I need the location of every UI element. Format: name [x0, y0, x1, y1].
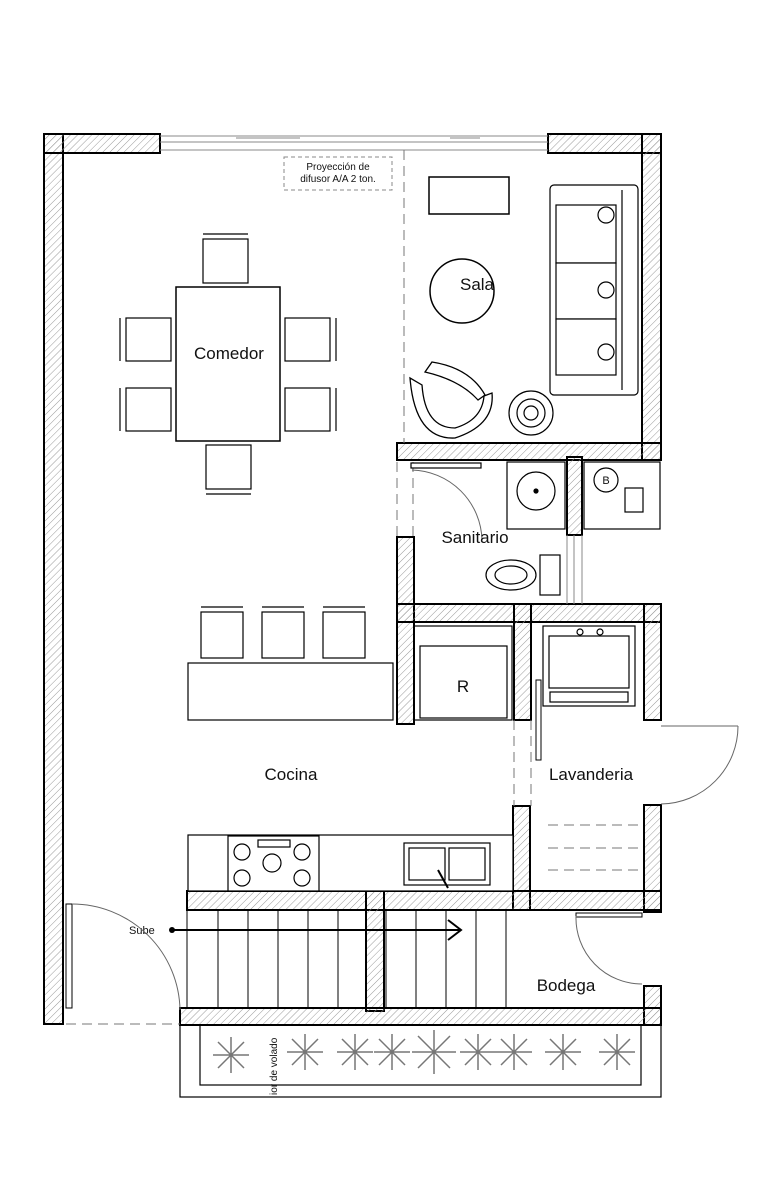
- coffee-table: [429, 258, 495, 324]
- room-label-sala: Sala: [460, 275, 495, 294]
- boiler-icon: [593, 467, 619, 493]
- shower-area: [583, 461, 661, 530]
- planter: [179, 1024, 662, 1098]
- kitchen-counter: [187, 834, 514, 892]
- tv-console: [428, 176, 510, 215]
- stool-2: [261, 611, 305, 659]
- walls: [43, 133, 662, 1026]
- wall-sala-bottom: [396, 442, 662, 461]
- dining-table: [175, 286, 281, 442]
- wall-sanitario-divider: [566, 456, 583, 536]
- dining-chair-bottom: [205, 444, 252, 490]
- laundry-fixtures: [542, 625, 636, 707]
- wall-top-left: [43, 133, 161, 154]
- wall-r-divider: [513, 603, 532, 721]
- top-window: [160, 135, 548, 151]
- sofa-icon: [549, 184, 639, 396]
- toilet-tank: [539, 554, 561, 596]
- stairs-start-marker: [169, 927, 175, 933]
- stool-1: [200, 611, 244, 659]
- dining-chair-left-2: [125, 387, 172, 432]
- armchair-icon: [409, 361, 493, 439]
- stairs: [186, 910, 507, 1008]
- room-label-lavanderia: Lavanderia: [549, 765, 634, 784]
- boiler-label: B: [602, 475, 609, 487]
- plant-icons: [213, 1030, 635, 1074]
- ac-projection-line1: Proyección de: [306, 162, 370, 173]
- kitchen-island: [187, 606, 513, 721]
- plant-icon: [460, 1034, 496, 1070]
- side-table-lamp-icon: [508, 390, 554, 436]
- exterior-door-lavanderia: [660, 725, 739, 805]
- ac-projection-line2: difusor A/A 2 ton.: [300, 174, 376, 185]
- wall-left: [43, 133, 64, 1025]
- plant-icon: [599, 1034, 635, 1070]
- stool-3: [322, 611, 366, 659]
- wall-kitchen-bottom: [186, 890, 662, 911]
- wall-stair-divider: [365, 890, 385, 1012]
- faucet-icon: [624, 487, 644, 513]
- sanitario-fixtures: [410, 461, 661, 596]
- dining-chair-left-1: [125, 317, 172, 362]
- room-label-bodega: Bodega: [537, 976, 596, 995]
- stairs-arrow-icon: [172, 919, 463, 941]
- sanitario-window: [566, 535, 583, 604]
- lavanderia-door: [535, 679, 542, 761]
- entrance-door: [65, 903, 181, 1011]
- plant-icon: [287, 1034, 323, 1070]
- island-counter: [187, 662, 394, 721]
- voladizo-label: ior de volado: [269, 1037, 280, 1095]
- wall-right-upper: [643, 603, 662, 721]
- wall-right-lower: [643, 804, 662, 913]
- bodega-door: [575, 912, 643, 985]
- dashed-lines: [66, 150, 644, 1025]
- dining-chair-right-2: [284, 387, 331, 432]
- dining-set: [119, 233, 337, 495]
- ac-projection-box: [283, 156, 393, 191]
- room-label-sanitario: Sanitario: [441, 528, 508, 547]
- room-label-cocina: Cocina: [265, 765, 318, 784]
- dining-chair-top: [202, 238, 249, 284]
- fridge-unit: [419, 645, 508, 719]
- room-label-comedor: Comedor: [194, 344, 264, 363]
- plant-icon: [496, 1034, 532, 1070]
- wall-bottom: [179, 1007, 662, 1026]
- wall-right-sala: [641, 133, 662, 461]
- plant-icon: [545, 1034, 581, 1070]
- fridge-label: R: [457, 677, 469, 696]
- stairs-label: Sube: [129, 925, 155, 937]
- plant-icon: [337, 1034, 373, 1070]
- plant-icon: [213, 1037, 249, 1073]
- plant-icon: [374, 1034, 410, 1070]
- plant-icon: [412, 1030, 456, 1074]
- wall-sanitario-left: [396, 536, 415, 725]
- dining-chair-right-1: [284, 317, 331, 362]
